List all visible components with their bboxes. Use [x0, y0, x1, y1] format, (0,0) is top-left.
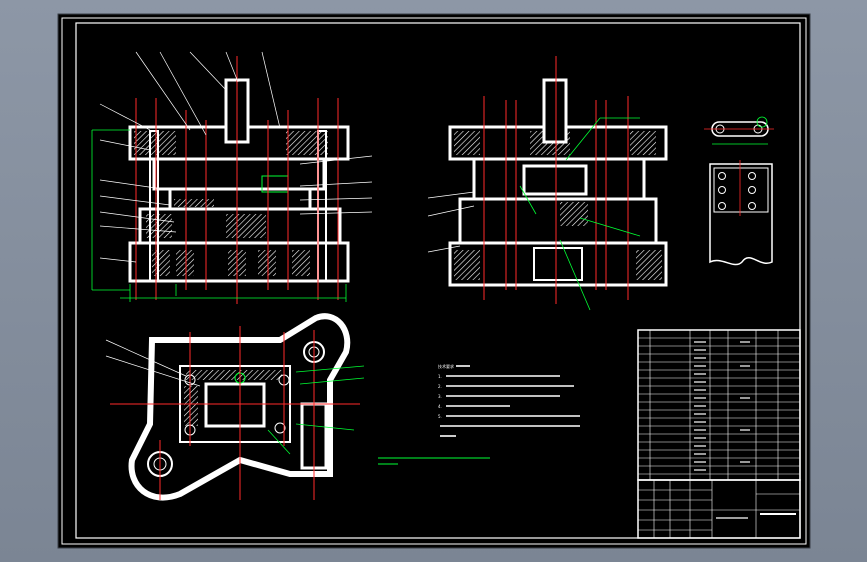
- title-block: [637, 479, 801, 539]
- notes-line-5: 5.: [438, 414, 442, 419]
- plan-die-hatch-top: [186, 370, 282, 380]
- detail-outline: [709, 163, 773, 266]
- side-slot: [533, 247, 583, 281]
- side-upper-hatch-l: [454, 131, 480, 155]
- plan-pin-4: [274, 422, 286, 434]
- technical-notes: 技术要求 1. 2. 3. 4. 5.: [378, 363, 580, 465]
- notes-line-1: 1.: [438, 374, 442, 379]
- side-view-centerlines: [483, 56, 629, 304]
- detail-hole-3: [718, 186, 726, 194]
- lower-shoe-hatch-5: [292, 250, 310, 276]
- parts-list-columns: [649, 330, 779, 480]
- detail-hole-1: [718, 172, 726, 180]
- side-section-view: [427, 56, 668, 311]
- upper-shoe-hatch-left: [134, 131, 176, 155]
- plan-die-inner: [204, 382, 266, 428]
- detail-hole-4: [748, 186, 756, 194]
- side-upper-hatch-r: [630, 131, 656, 155]
- plan-die-hatch-left: [184, 386, 198, 426]
- lower-shoe-hatch-2: [176, 250, 194, 276]
- parts-list-rows: [638, 337, 800, 475]
- guide-pillar-left: [149, 130, 159, 282]
- notes-text-strokes: [440, 365, 580, 437]
- lower-shoe-hatch-4: [258, 250, 276, 276]
- die-plate-hatch-2: [226, 214, 266, 238]
- detail-hole-5: [718, 202, 726, 210]
- plan-view-centerlines: [110, 326, 360, 500]
- stripper-hatch: [174, 199, 214, 207]
- plan-view-leaders: [105, 339, 201, 387]
- front-view-centerlines: [135, 56, 339, 304]
- detail-inner: [713, 167, 769, 213]
- side-shank: [542, 78, 568, 144]
- front-view-dimensions: [91, 129, 347, 302]
- side-lower-shoe: [448, 241, 668, 287]
- notes-line-4: 4.: [438, 404, 442, 409]
- front-view-leaders: [99, 51, 373, 263]
- side-lower-hatch-l: [454, 250, 480, 280]
- upper-shoe-hatch-right: [286, 131, 328, 155]
- part-dim-marker: [756, 116, 768, 128]
- notes-line-2: 2.: [438, 384, 442, 389]
- lower-die-shoe: [128, 241, 350, 283]
- notes-heading: 技术要求: [438, 363, 454, 369]
- front-section-view: [91, 51, 373, 304]
- sheet-inner-border: [75, 22, 801, 539]
- sheet-outer-border: [61, 17, 807, 545]
- plan-view: [105, 313, 365, 501]
- detail-hole-6: [748, 202, 756, 210]
- side-lower-hatch-r: [636, 250, 662, 280]
- side-view-white-leaders: [427, 191, 475, 253]
- side-view-leaders: [519, 117, 641, 311]
- plan-outer-outline: [128, 313, 351, 501]
- side-die-hatch: [560, 202, 588, 226]
- detail-hole-2: [748, 172, 756, 180]
- plan-view-green-leaders: [267, 365, 365, 455]
- title-block-frame: [637, 479, 801, 539]
- parts-list-text-strokes: [694, 341, 750, 471]
- side-punch: [522, 164, 588, 196]
- part-sketch: [704, 116, 774, 145]
- detail-view: [709, 160, 773, 266]
- title-block-grid: [638, 480, 800, 538]
- notes-line-3: 3.: [438, 394, 442, 399]
- lower-shoe-hatch-1: [152, 250, 170, 276]
- plan-green-note-strokes: [378, 457, 490, 465]
